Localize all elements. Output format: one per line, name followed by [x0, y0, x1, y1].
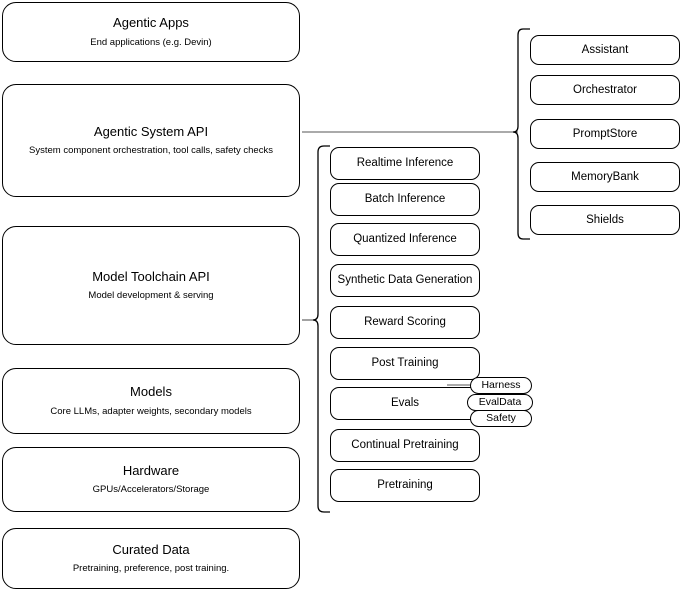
layer-subtitle: Model development & serving [88, 290, 214, 302]
system-component-promptstore[interactable]: PromptStore [530, 119, 680, 149]
toolchain-component-batch-inference[interactable]: Batch Inference [330, 183, 480, 216]
toolchain-component-label: Pretraining [377, 479, 433, 492]
toolchain-component-quantized-inference[interactable]: Quantized Inference [330, 223, 480, 256]
layer-box-curated-data[interactable]: Curated Data Pretraining, preference, po… [2, 528, 300, 589]
toolchain-component-realtime-inference[interactable]: Realtime Inference [330, 147, 480, 180]
system-component-memorybank[interactable]: MemoryBank [530, 162, 680, 192]
toolchain-component-evals[interactable]: Evals [330, 387, 480, 420]
layer-box-models[interactable]: Models Core LLMs, adapter weights, secon… [2, 368, 300, 434]
toolchain-component-label: Realtime Inference [356, 157, 454, 170]
system-component-label: PromptStore [572, 127, 638, 140]
toolchain-component-label: Quantized Inference [353, 233, 457, 246]
eval-pill-label: EvalData [478, 396, 522, 409]
layer-subtitle: GPUs/Accelerators/Storage [92, 484, 210, 496]
layer-subtitle: System component orchestration, tool cal… [29, 145, 273, 157]
toolchain-component-post-training[interactable]: Post Training [330, 347, 480, 380]
layer-title: Models [130, 384, 172, 400]
layer-box-agentic-system-api[interactable]: Agentic System API System component orch… [2, 84, 300, 197]
layer-box-hardware[interactable]: Hardware GPUs/Accelerators/Storage [2, 447, 300, 512]
system-component-assistant[interactable]: Assistant [530, 35, 680, 65]
layer-title: Hardware [122, 462, 180, 478]
layer-title: Model Toolchain API [92, 268, 210, 284]
system-component-label: Orchestrator [573, 83, 637, 96]
toolchain-component-label: Evals [390, 397, 420, 410]
system-component-label: Shields [586, 213, 624, 226]
eval-pill-evaldata[interactable]: EvalData [467, 394, 533, 411]
layer-box-model-toolchain-api[interactable]: Model Toolchain API Model development & … [2, 226, 300, 345]
system-components-bracket [512, 28, 530, 240]
eval-pill-label: Harness [481, 379, 521, 392]
toolchain-component-continual-pretraining[interactable]: Continual Pretraining [330, 429, 480, 462]
toolchain-component-label: Post Training [371, 357, 439, 370]
eval-pill-label: Safety [486, 412, 516, 425]
toolchain-component-label: Continual Pretraining [351, 439, 459, 452]
system-component-orchestrator[interactable]: Orchestrator [530, 75, 680, 105]
toolchain-component-reward-scoring[interactable]: Reward Scoring [330, 306, 480, 339]
toolchain-component-label: Synthetic Data Generation [337, 274, 473, 287]
layer-subtitle: Core LLMs, adapter weights, secondary mo… [50, 405, 252, 417]
toolchain-component-label: Reward Scoring [364, 316, 446, 329]
eval-pill-safety[interactable]: Safety [470, 410, 532, 427]
system-component-label: MemoryBank [571, 170, 639, 183]
layer-box-agentic-apps[interactable]: Agentic Apps End applications (e.g. Devi… [2, 2, 300, 62]
toolchain-component-pretraining[interactable]: Pretraining [330, 469, 480, 502]
toolchain-components-bracket [312, 145, 330, 513]
toolchain-component-label: Batch Inference [364, 193, 446, 206]
toolchain-component-synthetic-data-generation[interactable]: Synthetic Data Generation [330, 264, 480, 297]
eval-pill-harness[interactable]: Harness [470, 377, 532, 394]
layer-title: Agentic Apps [113, 15, 189, 31]
system-component-shields[interactable]: Shields [530, 205, 680, 235]
layer-title: Curated Data [112, 541, 190, 557]
layer-subtitle: Pretraining, preference, post training. [72, 563, 230, 575]
layer-title: Agentic System API [93, 123, 209, 139]
system-component-label: Assistant [581, 43, 629, 56]
layer-subtitle: End applications (e.g. Devin) [90, 36, 212, 48]
